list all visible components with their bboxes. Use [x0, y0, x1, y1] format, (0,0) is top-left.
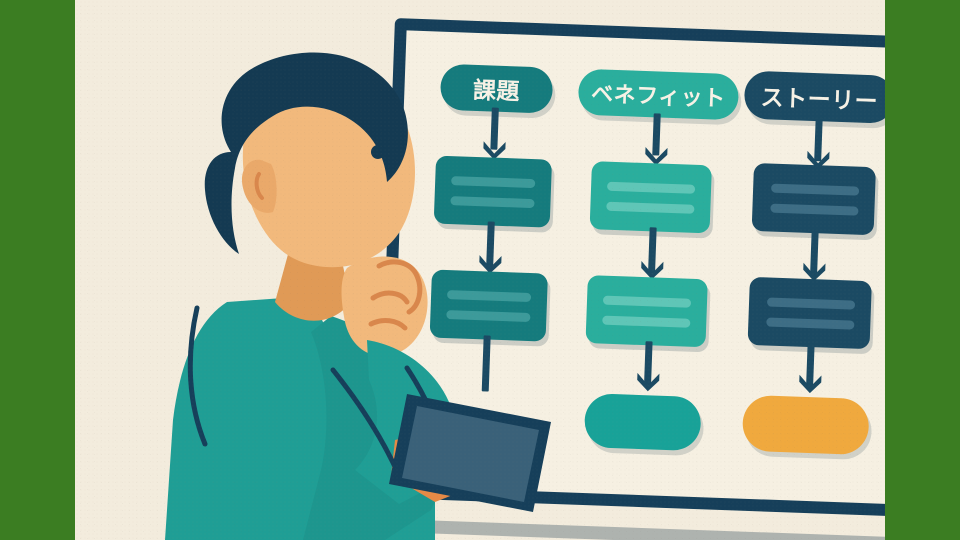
- node-text-line: [770, 203, 859, 216]
- illustration-canvas: 課題: [75, 0, 885, 540]
- flow-header-story[interactable]: ストーリー: [743, 70, 885, 124]
- tablet-icon: [389, 394, 551, 512]
- whiteboard-body: 課題: [377, 18, 885, 518]
- arrow-down-icon: [801, 261, 828, 282]
- finger-line-3: [368, 318, 408, 331]
- hair: [204, 52, 408, 255]
- finger-line-2: [370, 290, 410, 305]
- node-text-line: [602, 315, 691, 328]
- flow-node[interactable]: [747, 276, 872, 350]
- finger-line-1: [376, 259, 423, 315]
- fold-line-1: [187, 305, 208, 447]
- arrow-down-icon: [635, 371, 662, 392]
- flow-terminal-benefit[interactable]: [583, 393, 702, 452]
- flowchart: 課題: [378, 18, 885, 518]
- arrow-down-icon: [797, 373, 824, 394]
- arrow-down-icon: [477, 253, 504, 274]
- flow-node[interactable]: [751, 162, 876, 236]
- flow-terminal-story[interactable]: [741, 394, 870, 456]
- node-text-line: [766, 297, 856, 310]
- node-text-line: [606, 201, 695, 214]
- eye: [371, 145, 385, 159]
- arrow-down-icon: [481, 139, 508, 160]
- arrow-down-icon: [639, 259, 666, 280]
- ear-detail: [254, 172, 264, 200]
- node-text-line: [766, 317, 855, 330]
- flow-node[interactable]: [589, 161, 712, 234]
- ear: [241, 159, 277, 213]
- person-illustration: [135, 40, 555, 540]
- whiteboard-surface: 課題: [378, 18, 885, 518]
- flow-node[interactable]: [585, 275, 708, 348]
- hand-on-chin: [341, 256, 428, 357]
- arrow-down-icon: [643, 145, 670, 166]
- whiteboard: 課題: [377, 18, 885, 540]
- node-text-line: [606, 181, 696, 194]
- node-text-line: [770, 183, 860, 196]
- left-green-border: [0, 0, 75, 540]
- node-text-line: [602, 295, 692, 308]
- right-green-border: [885, 0, 960, 540]
